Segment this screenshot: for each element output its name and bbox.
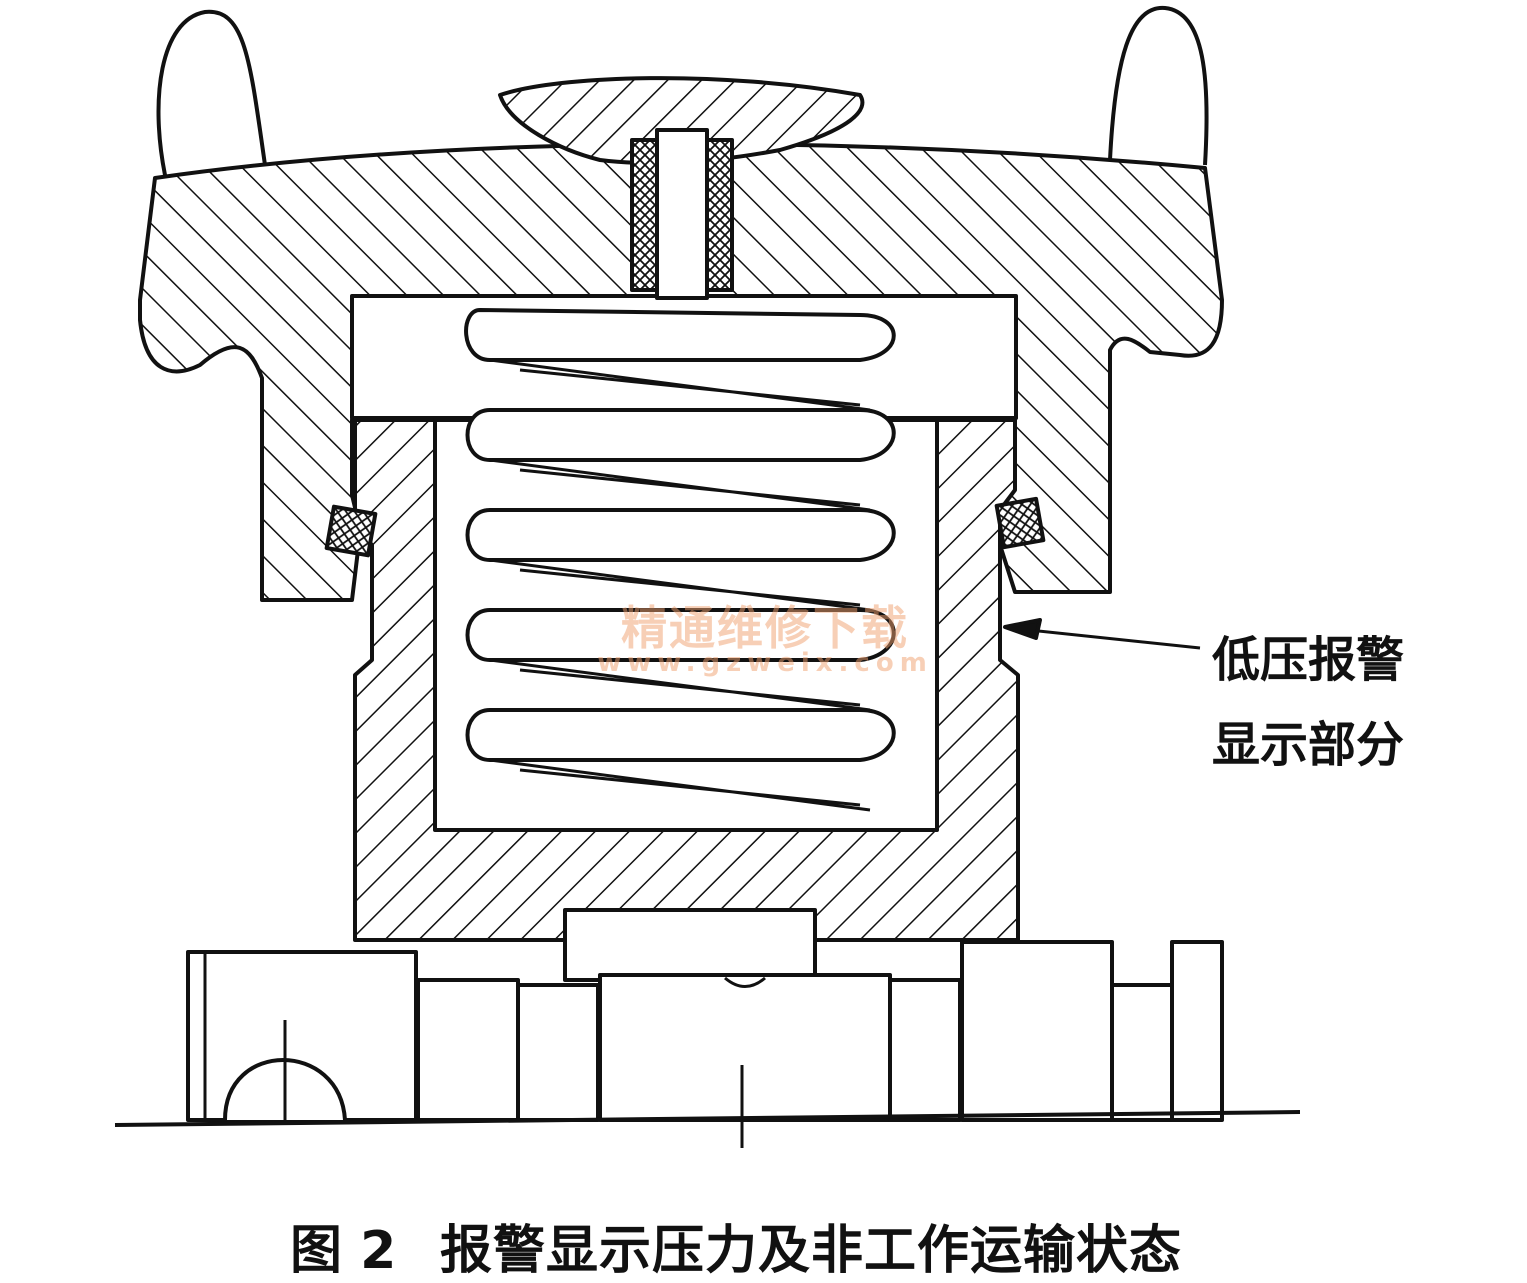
left-ear xyxy=(156,9,267,176)
callout-leader xyxy=(1009,626,1201,650)
callout-arrowhead xyxy=(1003,618,1042,640)
watermark-text: 精通维修下载 xyxy=(621,601,909,655)
top-knob xyxy=(498,76,865,165)
base-plug xyxy=(563,908,817,982)
o-ring-left xyxy=(324,504,378,558)
base-assembly xyxy=(186,940,1224,1148)
coil-spring xyxy=(464,308,896,812)
o-ring-right xyxy=(994,496,1046,550)
stem-seal-left xyxy=(630,138,659,292)
watermark-url: www.gzweix.com xyxy=(597,648,933,678)
callout-label-line2: 显示部分 xyxy=(1212,717,1405,773)
right-ear xyxy=(1108,5,1209,166)
callout-label-line1: 低压报警 xyxy=(1212,632,1405,688)
figure-number: 图 2 xyxy=(290,1221,397,1281)
ground-line xyxy=(114,1110,1301,1127)
stem-seal-right xyxy=(705,138,734,292)
figure-caption: 报警显示压力及非工作运输状态 xyxy=(440,1221,1183,1281)
valve-stem xyxy=(655,128,709,300)
